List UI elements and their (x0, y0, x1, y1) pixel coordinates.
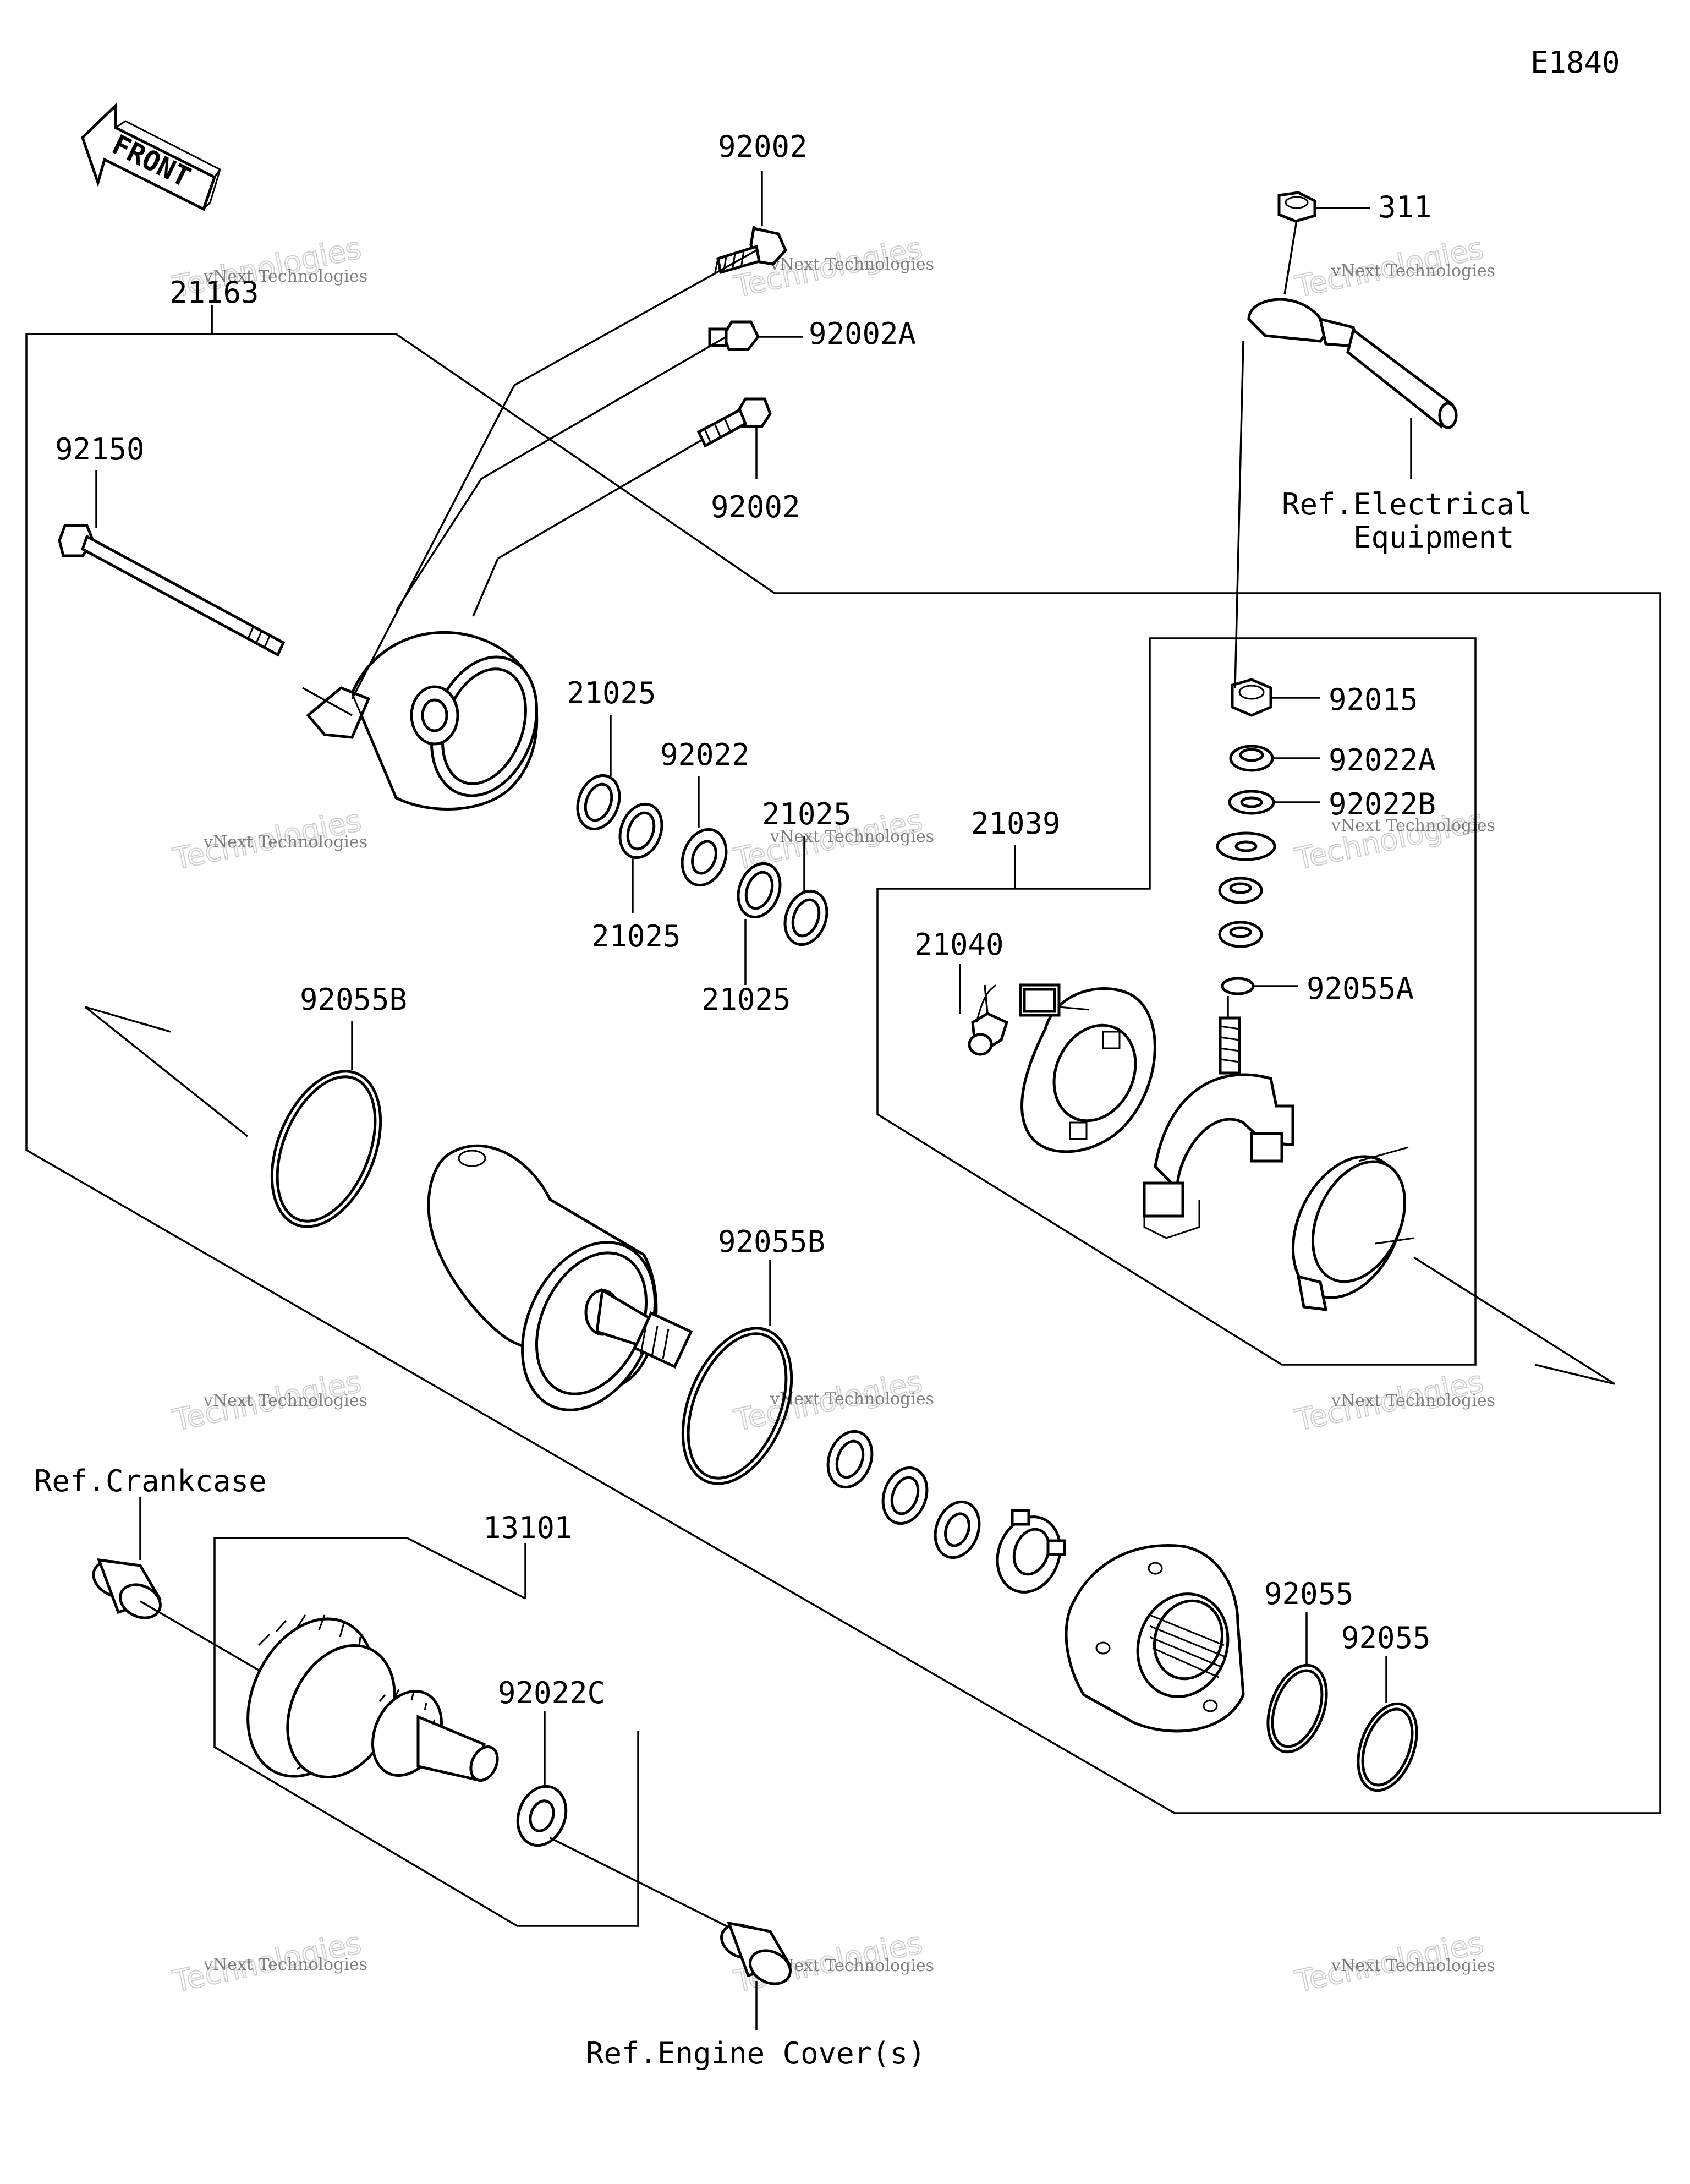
through-bolt-92150 (58, 524, 286, 657)
starter-cable-terminal (1247, 298, 1458, 429)
nut-311 (1277, 191, 1316, 223)
washer-92022 (681, 828, 728, 887)
label-21163: 21163 (169, 275, 259, 310)
label-92055A: 92055A (1307, 971, 1414, 1006)
label-ref-crankcase: Ref.Crankcase (34, 1464, 267, 1498)
watermark: Technologies vNext Technologies (169, 1364, 367, 1438)
svg-text:vNext Technologies: vNext Technologies (1331, 261, 1495, 281)
label-311: 311 (1378, 190, 1432, 225)
watermark: Technologies vNext Technologies (1292, 1925, 1495, 2000)
leader (395, 478, 482, 611)
yoke-cover-band (1291, 1146, 1414, 1311)
oring-92055-a (1266, 1663, 1328, 1754)
label-ref-electrical: Ref.Electrical (1282, 487, 1532, 522)
label-92015: 92015 (1329, 682, 1418, 717)
svg-text:vNext Technologies: vNext Technologies (1331, 1391, 1495, 1410)
label-92002A: 92002A (809, 316, 916, 351)
collar-crankcase (92, 1558, 259, 1671)
oring-92055-b (1357, 1702, 1418, 1792)
watermark: Technologies vNext Technologies (731, 1364, 934, 1438)
watermark: Technologies vNext Technologies (1292, 1364, 1495, 1438)
label-13101: 13101 (483, 1510, 573, 1545)
bolt-92002A (708, 320, 760, 351)
label-92055: 92055 (1341, 1621, 1431, 1655)
shim-21025-d (783, 889, 828, 946)
oring-92055B-b (681, 1327, 793, 1485)
shim-lower-2 (881, 1466, 929, 1525)
lock-plate (996, 1509, 1066, 1594)
label-21025: 21025 (762, 797, 852, 831)
svg-text:vNext Technologies: vNext Technologies (203, 267, 367, 286)
brush-holder-frame (876, 637, 1477, 1366)
label-92022C: 92022C (498, 1676, 605, 1710)
insulator-washer (1218, 877, 1263, 904)
brush-spring-21040 (968, 984, 1009, 1056)
oring-92055B-a (270, 1070, 382, 1228)
label-ref-electrical-2: Equipment (1353, 520, 1515, 555)
leader (514, 249, 757, 386)
starter-clutch-gear-13101 (246, 1614, 499, 1782)
leader-lines (84, 171, 1615, 2030)
leader (472, 558, 499, 617)
watermark: Technologies vNext Technologies (1292, 230, 1495, 305)
starter-assembly-frame (25, 305, 1661, 1814)
part-labels: 21163 92002 92002A 92002 92150 311 Ref.E… (34, 129, 1532, 2071)
collar-engine-cover (550, 1837, 792, 1985)
shim-lower-1 (826, 1430, 874, 1489)
label-21025: 21025 (567, 676, 656, 710)
starter-clutch-frame (213, 1537, 639, 1927)
bolt-92002-mid (696, 397, 772, 448)
shim-21025-c (737, 862, 782, 919)
label-92002: 92002 (718, 129, 808, 164)
shim-21025-a (576, 774, 621, 831)
leader (351, 385, 515, 699)
front-arrow-icon: FRONT (81, 102, 222, 211)
nut-92015 (1231, 678, 1272, 717)
starter-yoke-armature (427, 1144, 693, 1411)
leader (497, 439, 702, 560)
watermark: Technologies vNext Technologies (169, 802, 367, 877)
watermark: Technologies vNext Technologies (169, 1925, 367, 2000)
svg-text:vNext Technologies: vNext Technologies (770, 1956, 934, 1975)
label-92022: 92022 (660, 737, 750, 772)
leader (481, 336, 727, 480)
label-21025: 21025 (591, 919, 681, 954)
label-92150: 92150 (55, 432, 145, 467)
label-21025: 21025 (701, 982, 791, 1017)
svg-text:vNext Technologies: vNext Technologies (203, 833, 367, 852)
washer-92022A (1229, 745, 1274, 772)
svg-text:vNext Technologies: vNext Technologies (770, 255, 934, 274)
label-92002: 92002 (711, 490, 800, 524)
brush-plate (1019, 983, 1156, 1153)
washer-lower (934, 1500, 981, 1559)
starter-rear-cover (1065, 1544, 1245, 1733)
shim-21025-b (618, 802, 663, 860)
label-92055: 92055 (1264, 1577, 1354, 1611)
diagram-code: E1840 (1530, 45, 1620, 80)
oring-92055A (1221, 977, 1255, 995)
svg-text:vNext Technologies: vNext Technologies (1331, 816, 1495, 835)
svg-text:vNext Technologies: vNext Technologies (770, 827, 934, 846)
label-92055B: 92055B (718, 1224, 825, 1259)
insulator-washer (1218, 921, 1263, 948)
svg-text:vNext Technologies: vNext Technologies (203, 1391, 367, 1410)
starter-end-cover (302, 631, 539, 811)
svg-text:vNext Technologies: vNext Technologies (1331, 1956, 1495, 1975)
washer-92022B (1228, 790, 1275, 815)
label-21040: 21040 (914, 927, 1004, 962)
label-21039: 21039 (971, 806, 1061, 841)
washer-92022C (516, 1785, 568, 1847)
label-ref-engine-cover: Ref.Engine Cover(s) (586, 2036, 926, 2071)
insulator-washer (1216, 831, 1276, 861)
label-92022B: 92022B (1329, 787, 1436, 822)
label-92022A: 92022A (1329, 743, 1436, 778)
label-92055B: 92055B (300, 982, 407, 1017)
positive-brush-holder (1143, 1016, 1294, 1239)
svg-text:vNext Technologies: vNext Technologies (203, 1955, 367, 1974)
svg-text:vNext Technologies: vNext Technologies (770, 1389, 934, 1409)
